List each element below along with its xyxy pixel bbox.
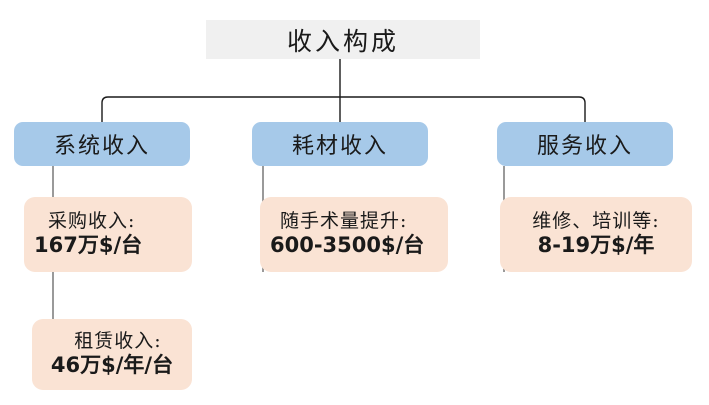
branch-bar-line <box>101 96 586 122</box>
detail-box-procedure-volume-revenue[interactable]: 随手术量提升: 600-3500$/台 <box>260 197 448 272</box>
detail-value: 8-19万$/年 <box>537 233 655 258</box>
detail-box-leasing-revenue[interactable]: 租赁收入: 46万$/年/台 <box>32 319 192 390</box>
detail-box-maintenance-training-revenue[interactable]: 维修、培训等: 8-19万$/年 <box>500 197 692 272</box>
detail-title: 租赁收入: <box>74 330 162 353</box>
diagram-title-box: 收入构成 <box>206 20 480 59</box>
detail-box-procurement-revenue[interactable]: 采购收入: 167万$/台 <box>24 197 192 272</box>
diagram-title-label: 收入构成 <box>286 26 399 56</box>
detail-value: 600-3500$/台 <box>270 233 425 258</box>
category-label: 系统收入 <box>53 134 150 159</box>
detail-title: 随手术量提升: <box>280 210 408 233</box>
detail-value: 167万$/台 <box>34 233 143 258</box>
category-label: 服务收入 <box>536 134 633 159</box>
detail-value: 46万$/年/台 <box>50 353 174 378</box>
category-box-consumables-revenue[interactable]: 耗材收入 <box>252 122 428 166</box>
category-box-system-revenue[interactable]: 系统收入 <box>14 122 190 166</box>
category-box-service-revenue[interactable]: 服务收入 <box>497 122 673 166</box>
detail-title: 维修、培训等: <box>532 210 660 233</box>
category-label: 耗材收入 <box>291 134 388 159</box>
detail-title: 采购收入: <box>48 210 136 233</box>
